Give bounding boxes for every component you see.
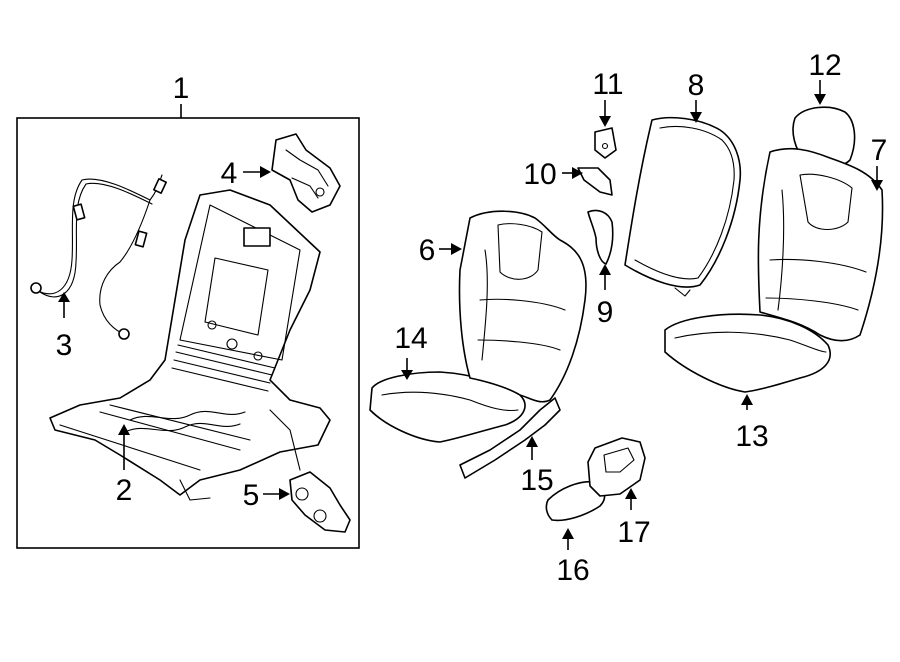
callout-4: 4	[221, 157, 238, 190]
callout-9: 9	[597, 296, 614, 329]
backrest-cover-left	[458, 210, 587, 403]
back-panel	[624, 116, 742, 297]
callout-8: 8	[688, 69, 705, 102]
callout-16: 16	[556, 554, 589, 587]
small-bracket	[577, 167, 613, 196]
callout-13: 13	[735, 420, 768, 453]
seat-latch	[289, 471, 351, 533]
callout-12: 12	[808, 49, 841, 82]
cable-harness	[30, 174, 167, 340]
callout-15: 15	[520, 464, 553, 497]
callout-17: 17	[617, 516, 650, 549]
callout-14: 14	[394, 322, 427, 355]
callout-3: 3	[56, 329, 73, 362]
seat-frame	[49, 189, 331, 501]
seat-cushion-left	[369, 371, 526, 443]
clip	[594, 127, 617, 159]
side-pad	[545, 480, 606, 522]
side-trim	[459, 397, 561, 479]
hinge-bracket	[271, 133, 341, 213]
frame-group-box	[16, 117, 360, 549]
callout-7: 7	[871, 134, 888, 167]
callout-11: 11	[592, 68, 623, 101]
callout-5: 5	[243, 479, 260, 512]
callout-2: 2	[116, 474, 133, 507]
side-cover	[587, 209, 614, 265]
seat-cushion-right	[664, 313, 831, 393]
callout-10: 10	[523, 158, 556, 191]
backrest-cover-right	[757, 147, 884, 342]
callout-1: 1	[173, 72, 190, 105]
armrest-block	[587, 437, 646, 497]
callout-6: 6	[419, 234, 436, 267]
